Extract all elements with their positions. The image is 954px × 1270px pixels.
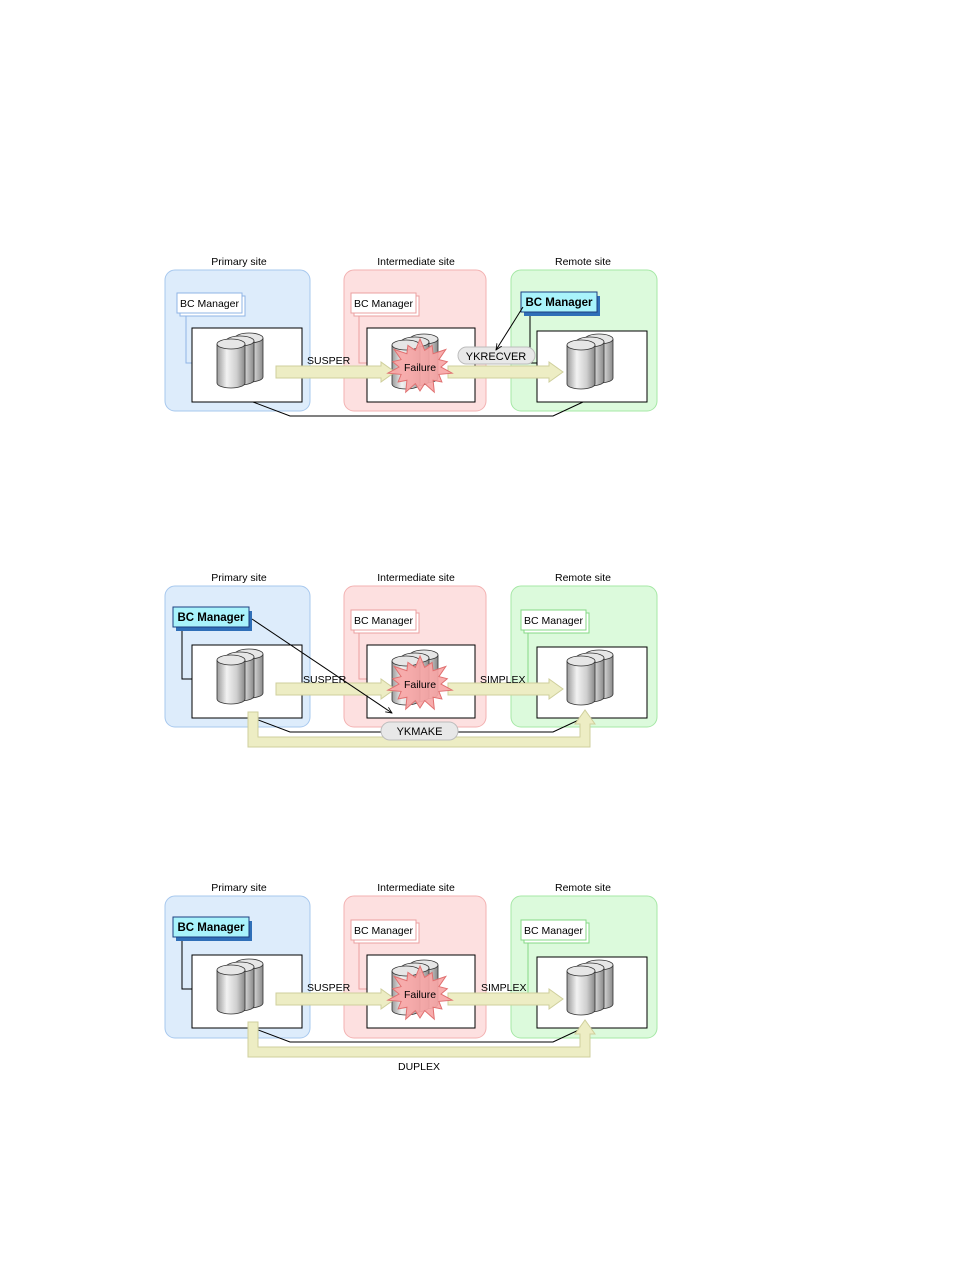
susper-arrow (275, 988, 396, 1010)
simplex-arrow (447, 678, 564, 700)
simplex-label: SIMPLEX (480, 674, 526, 686)
bc-manager-remote: BC Manager (520, 609, 590, 684)
bc-manager-intermediate: BC Manager (350, 919, 420, 990)
disk-cylinder (566, 339, 596, 390)
diagram-2: Primary site Intermediate site Remote si… (164, 572, 658, 748)
arrow-shape (247, 1019, 596, 1058)
failure-label: Failure (404, 679, 436, 691)
ykrecver-command: YKRECVER (457, 346, 536, 365)
disk-stack-remote (566, 333, 614, 390)
svg-text:BC Manager: BC Manager (354, 925, 413, 937)
disk-cylinder (566, 655, 596, 706)
arrow-shape (447, 361, 564, 383)
disk-stack-remote (566, 649, 614, 706)
svg-text:YKMAKE: YKMAKE (397, 726, 443, 738)
ykmake-command: YKMAKE (380, 721, 459, 741)
svg-text:BC Manager: BC Manager (354, 298, 413, 310)
susper-label: SUSPER (303, 674, 347, 686)
failure-burst (386, 964, 454, 1021)
primary-remote-link (252, 401, 584, 417)
svg-text:BC Manager: BC Manager (525, 297, 593, 309)
svg-text:BC Manager: BC Manager (180, 298, 239, 310)
susper-arrow (275, 361, 396, 383)
simplex-label: SIMPLEX (481, 982, 527, 994)
susper-label: SUSPER (307, 982, 351, 994)
intermediate-site-label: Intermediate site (377, 572, 455, 584)
svg-text:BC Manager: BC Manager (524, 925, 583, 937)
primary-site-label: Primary site (211, 256, 267, 268)
intermediate-site-label: Intermediate site (377, 256, 455, 268)
susper-label: SUSPER (307, 355, 351, 367)
svg-text:BC Manager: BC Manager (354, 615, 413, 627)
primary-site-label: Primary site (211, 882, 267, 894)
remote-copy-arrow (447, 361, 564, 383)
disk-cylinder (216, 654, 246, 705)
diagram-1: Primary site Intermediate site Remote si… (164, 256, 658, 417)
ykmake-copy-arrow (247, 709, 596, 748)
bc-manager-primary-active: BC Manager (172, 606, 252, 680)
failure-label: Failure (404, 989, 436, 1001)
disk-cylinder (216, 338, 246, 389)
primary-remote-link (252, 1027, 584, 1043)
remote-site-label: Remote site (555, 572, 611, 584)
svg-text:BC Manager: BC Manager (524, 615, 583, 627)
burst-shape (386, 964, 454, 1021)
svg-text:BC Manager: BC Manager (177, 922, 245, 934)
disk-cylinder (216, 964, 246, 1015)
bc-manager-remote: BC Manager (520, 919, 590, 994)
simplex-arrow (447, 988, 564, 1010)
failure-burst (386, 337, 454, 394)
disk-stack-remote (566, 959, 614, 1016)
arrow-shape (247, 709, 596, 748)
bc-manager-remote-active: BC Manager (520, 291, 600, 364)
intermediate-site-label: Intermediate site (377, 882, 455, 894)
arrow-shape (275, 361, 396, 383)
arrow-shape (275, 988, 396, 1010)
remote-site-label: Remote site (555, 256, 611, 268)
susper-arrow (275, 678, 396, 700)
arrow-shape (275, 678, 396, 700)
disk-cylinder (566, 965, 596, 1016)
arrow-shape (447, 678, 564, 700)
disk-stack-primary (216, 958, 264, 1015)
disk-stack-primary (216, 648, 264, 705)
burst-shape (386, 654, 454, 711)
duplex-copy-arrow (247, 1019, 596, 1058)
arrow-shape (447, 988, 564, 1010)
primary-site-label: Primary site (211, 572, 267, 584)
duplex-label: DUPLEX (398, 1061, 440, 1073)
svg-text:YKRECVER: YKRECVER (466, 351, 527, 363)
burst-shape (386, 337, 454, 394)
svg-text:BC Manager: BC Manager (177, 612, 245, 624)
bc-manager-primary: BC Manager (176, 292, 246, 364)
bc-manager-intermediate: BC Manager (350, 609, 420, 680)
ykmake-pointer (251, 618, 392, 713)
failure-burst (386, 654, 454, 711)
diagram-3: Primary site Intermediate site Remote si… (164, 882, 658, 1073)
bc-manager-intermediate: BC Manager (350, 292, 420, 364)
failure-label: Failure (404, 362, 436, 374)
disk-stack-primary (216, 332, 264, 389)
bc-manager-primary-active: BC Manager (172, 916, 252, 990)
remote-site-label: Remote site (555, 882, 611, 894)
ykrecver-pointer (496, 306, 524, 350)
